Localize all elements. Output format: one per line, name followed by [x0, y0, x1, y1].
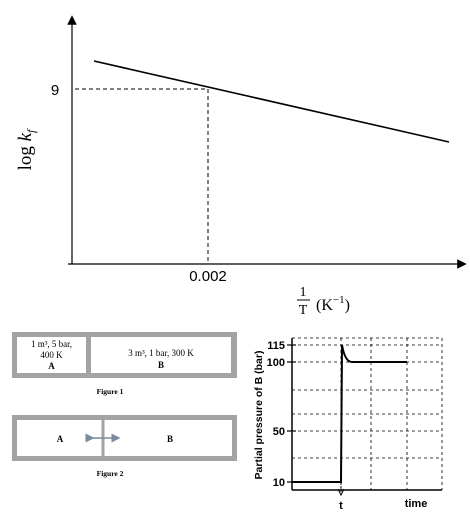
tick-100: 100: [267, 357, 285, 369]
log-kf-line: [93, 60, 450, 143]
box-b-conditions: 3 m³, 1 bar, 300 K: [128, 348, 194, 358]
svg-text:log kf: log kf: [15, 128, 38, 170]
t-marker-arrow-icon: [337, 488, 345, 497]
box-a-conditions-line1: 1 m³, 5 bar,: [31, 339, 72, 349]
y-tick-9: 9: [51, 82, 59, 99]
figure-1-box-b: [91, 337, 231, 373]
x-tick-0-002: 0.002: [189, 268, 227, 285]
pressure-grid: [292, 337, 443, 490]
figure-2-box-b-label: B: [167, 434, 173, 444]
tick-10: 10: [273, 477, 285, 489]
figure-1-box-a: [17, 337, 86, 373]
arrhenius-chart: 9 0.002 log kf 1 T (K−1): [15, 15, 467, 318]
figure-2-caption: Figure 2: [97, 469, 124, 478]
t-label: t: [339, 500, 343, 512]
tick-115: 115: [267, 340, 285, 352]
figure-1: 1 m³, 5 bar, 400 K A 3 m³, 1 bar, 300 K …: [12, 332, 237, 396]
x-axis-label: 1 T (K−1): [297, 285, 350, 318]
svg-text:Partial pressure of B (bar): Partial pressure of B (bar): [253, 351, 265, 480]
figure-1-caption: Figure 1: [97, 387, 124, 396]
tick-50: 50: [273, 426, 285, 438]
pressure-chart: 115 100 50 10 Partial pressure of B (bar…: [253, 337, 443, 512]
svg-text:(K−1): (K−1): [316, 294, 350, 314]
box-b-label: B: [158, 360, 164, 370]
pressure-y-label: Partial pressure of B (bar): [253, 351, 265, 480]
pressure-curve: [292, 344, 407, 483]
time-label: time: [405, 498, 428, 510]
figure-2-inner: [17, 420, 232, 456]
figure-2: A B Figure 2: [12, 415, 237, 478]
box-a-label: A: [48, 361, 55, 371]
box-a-conditions-line2: 400 K: [40, 350, 63, 360]
svg-text:T: T: [299, 303, 308, 318]
y-axis-label: log kf: [15, 128, 38, 170]
svg-text:1: 1: [300, 285, 307, 300]
figure-2-box-a-label: A: [57, 434, 64, 444]
